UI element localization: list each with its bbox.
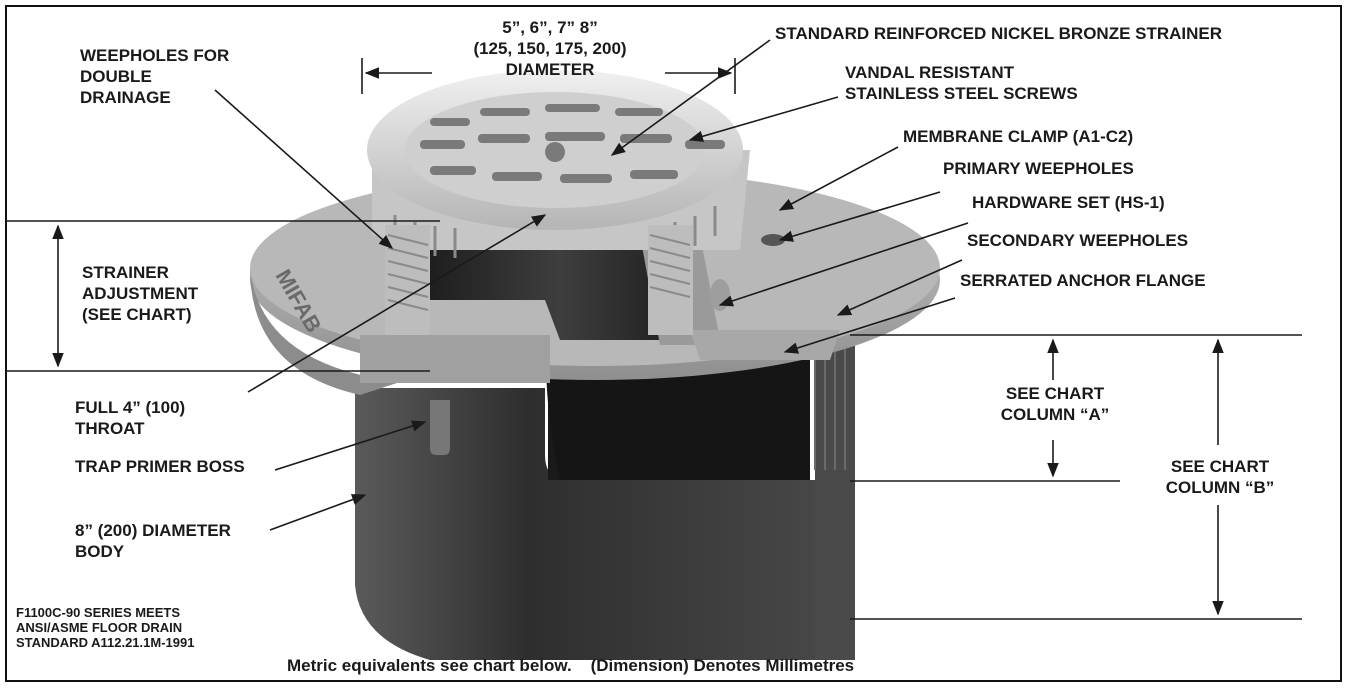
vandal-resistant-screws-label: VANDAL RESISTANT STAINLESS STEEL SCREWS <box>845 63 1078 103</box>
metric-caption: Metric equivalents see chart below. (Dim… <box>287 656 855 675</box>
body-diameter-label: 8” (200) DIAMETER BODY <box>75 521 231 561</box>
strainer-head <box>367 70 750 258</box>
hardware-set-label: HARDWARE SET (HS-1) <box>972 193 1165 212</box>
trap-primer-boss-label: TRAP PRIMER BOSS <box>75 457 245 476</box>
membrane-clamp-label: MEMBRANE CLAMP (A1-C2) <box>903 127 1134 146</box>
chart-column-b-label: SEE CHART COLUMN “B” <box>1165 457 1275 497</box>
weepholes-double-drainage-label: WEEPHOLES FOR DOUBLE DRAINAGE <box>80 46 230 107</box>
full-throat-label: FULL 4” (100) THROAT <box>75 398 186 438</box>
serrated-anchor-flange-label: SERRATED ANCHOR FLANGE <box>960 271 1206 290</box>
leader-lines <box>214 39 969 531</box>
dimension-lines <box>6 58 1302 620</box>
trap-primer-boss <box>430 400 450 455</box>
chart-column-a-label: SEE CHART COLUMN “A” <box>1000 384 1110 424</box>
standard-compliance-note: F1100C-90 SERIES MEETS ANSI/ASME FLOOR D… <box>16 605 195 650</box>
thread-sections <box>385 225 785 335</box>
primary-weepholes-label: PRIMARY WEEPHOLES <box>943 159 1134 178</box>
diameter-label: 5”, 6”, 7” 8” (125, 150, 175, 200) DIAME… <box>473 18 627 79</box>
secondary-weepholes-label: SECONDARY WEEPHOLES <box>967 231 1189 250</box>
strainer-label: STANDARD REINFORCED NICKEL BRONZE STRAIN… <box>775 24 1223 43</box>
strainer-adjustment-label: STRAINER ADJUSTMENT (SEE CHART) <box>82 263 199 324</box>
diagram-border <box>5 5 1342 682</box>
